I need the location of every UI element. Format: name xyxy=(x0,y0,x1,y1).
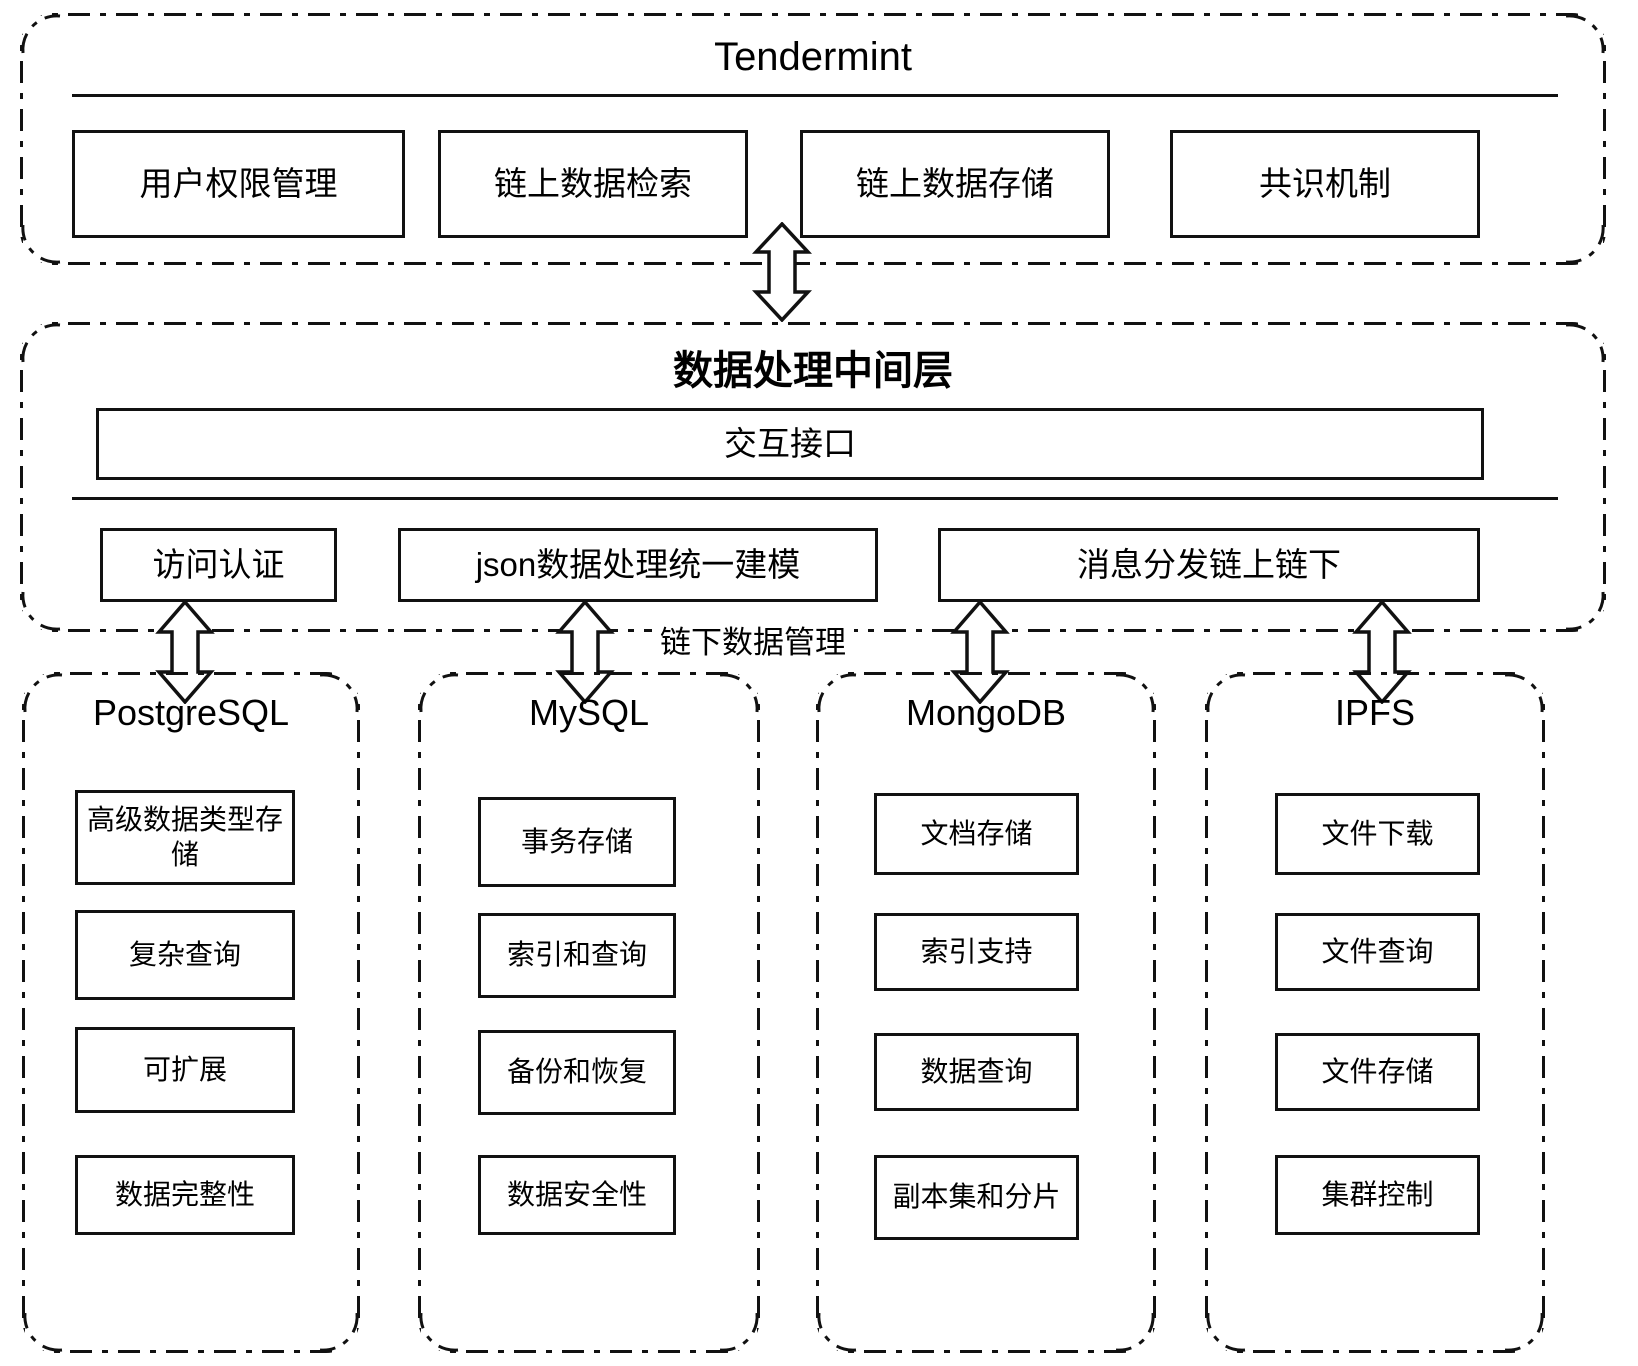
middleware-box-message-dispatch[interactable]: 消息分发链上链下 xyxy=(938,528,1480,602)
storage-item-postgresql-2[interactable]: 可扩展 xyxy=(75,1027,295,1113)
storage-item-mysql-2[interactable]: 备份和恢复 xyxy=(478,1030,676,1115)
storage-item-mongodb-1[interactable]: 索引支持 xyxy=(874,913,1079,991)
tendermint-box-consensus[interactable]: 共识机制 xyxy=(1170,130,1480,238)
storage-item-postgresql-0[interactable]: 高级数据类型存储 xyxy=(75,790,295,885)
arrow-tendermint-middleware xyxy=(752,222,812,322)
storage-panel-postgresql-corners xyxy=(23,673,359,1352)
tendermint-box-onchain-retrieval[interactable]: 链上数据检索 xyxy=(438,130,748,238)
tendermint-divider xyxy=(72,94,1558,97)
storage-item-ipfs-1[interactable]: 文件查询 xyxy=(1275,913,1480,991)
storage-item-ipfs-3[interactable]: 集群控制 xyxy=(1275,1155,1480,1235)
storage-panel-ipfs-title: IPFS xyxy=(1334,692,1415,733)
storage-panel-mysql xyxy=(418,672,760,1353)
tendermint-box-onchain-storage[interactable]: 链上数据存储 xyxy=(800,130,1110,238)
storage-item-ipfs-0[interactable]: 文件下载 xyxy=(1275,793,1480,875)
storage-item-mysql-1[interactable]: 索引和查询 xyxy=(478,913,676,998)
storage-item-postgresql-3[interactable]: 数据完整性 xyxy=(75,1155,295,1235)
middleware-layer-title: 数据处理中间层 xyxy=(673,349,953,393)
storage-panel-mongodb-corners xyxy=(817,673,1155,1352)
storage-item-mongodb-0[interactable]: 文档存储 xyxy=(874,793,1079,875)
storage-item-mongodb-3[interactable]: 副本集和分片 xyxy=(874,1155,1079,1240)
offchain-data-management-label: 链下数据管理 xyxy=(652,617,854,662)
storage-item-mongodb-2[interactable]: 数据查询 xyxy=(874,1033,1079,1111)
middleware-box-json-modeling[interactable]: json数据处理统一建模 xyxy=(398,528,878,602)
storage-item-mysql-0[interactable]: 事务存储 xyxy=(478,797,676,887)
storage-panel-ipfs xyxy=(1205,672,1545,1353)
storage-panel-postgresql xyxy=(22,672,360,1353)
middleware-divider xyxy=(72,497,1558,500)
storage-panel-mysql-title: MySQL xyxy=(528,692,650,733)
storage-item-mysql-3[interactable]: 数据安全性 xyxy=(478,1155,676,1235)
tendermint-layer-title: Tendermint xyxy=(714,35,912,79)
storage-panel-ipfs-corners xyxy=(1206,673,1544,1352)
middleware-box-access-auth[interactable]: 访问认证 xyxy=(100,528,337,602)
middleware-box-interface[interactable]: 交互接口 xyxy=(96,408,1484,480)
storage-panel-postgresql-title: PostgreSQL xyxy=(92,692,290,733)
storage-panel-mongodb-title: MongoDB xyxy=(905,692,1067,733)
tendermint-box-user-permission[interactable]: 用户权限管理 xyxy=(72,130,405,238)
storage-item-ipfs-2[interactable]: 文件存储 xyxy=(1275,1033,1480,1111)
storage-item-postgresql-1[interactable]: 复杂查询 xyxy=(75,910,295,1000)
storage-panel-mysql-corners xyxy=(419,673,759,1352)
storage-panel-mongodb xyxy=(816,672,1156,1353)
